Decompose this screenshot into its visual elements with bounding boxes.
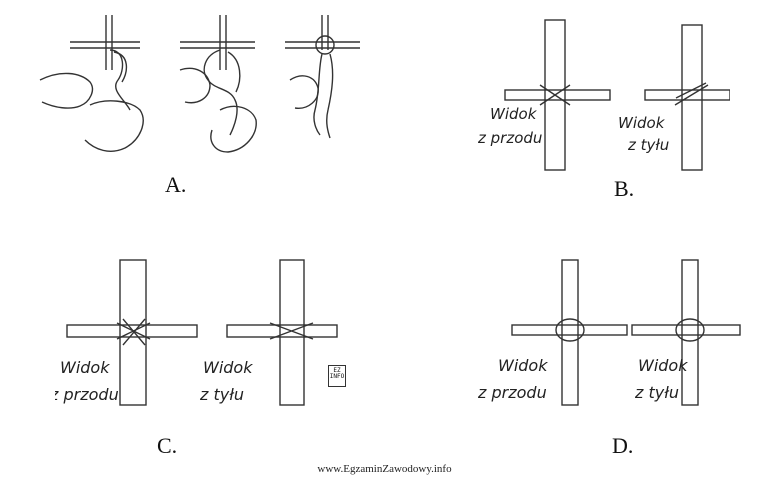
panel-b-back-label-line2: z tyłu <box>627 136 669 154</box>
panel-b-front-label-line2: z przodu <box>477 129 542 147</box>
panel-a-illustration <box>30 10 360 160</box>
panel-b-caption: B. <box>614 176 634 202</box>
panel-d-back-label-line1: Widok <box>638 356 688 375</box>
panel-c-caption: C. <box>157 433 177 459</box>
panel-b-front-label-line1: Widok <box>490 105 538 123</box>
panel-c-front-label-line2: z przodu <box>55 385 119 404</box>
panel-b-back-label-line1: Widok <box>618 114 666 132</box>
panel-c-back-label-line2: z tyłu <box>199 385 244 404</box>
ez-info-logo: EZ INFO <box>328 365 346 387</box>
panel-c-illustration: Widok z przodu Widok z tyłu <box>55 255 355 415</box>
panel-d-back-label-line2: z tyłu <box>634 383 679 402</box>
panel-d-front-label-line1: Widok <box>498 356 548 375</box>
panel-d-caption: D. <box>612 433 633 459</box>
panel-d-illustration: Widok z przodu Widok z tyłu <box>470 255 760 415</box>
panel-c-front-label-line1: Widok <box>60 358 110 377</box>
footer-website: www.EgzaminZawodowy.info <box>0 463 769 475</box>
panel-c-back-label-line1: Widok <box>203 358 253 377</box>
panel-a-caption: A. <box>165 172 186 198</box>
panel-d-front-label-line2: z przodu <box>477 383 547 402</box>
panel-b-illustration: Widok z przodu Widok z tyłu <box>470 15 730 185</box>
